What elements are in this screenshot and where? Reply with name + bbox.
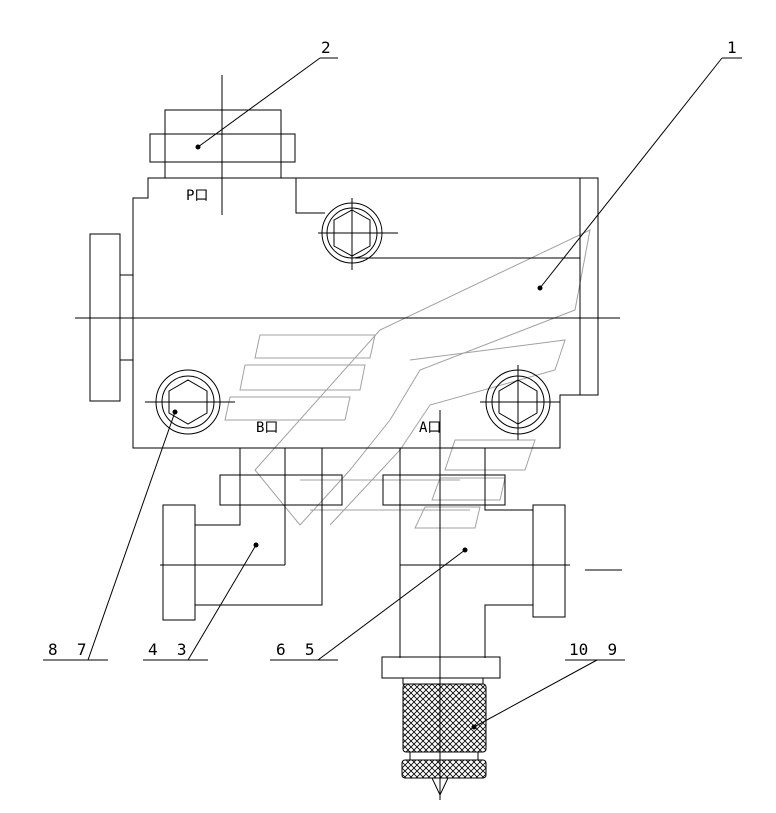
watermark-logo	[224, 229, 591, 529]
callout-6-5: 6 5	[276, 640, 315, 659]
port-a-label: A口	[419, 420, 441, 436]
callout-8-7: 8 7	[48, 640, 87, 659]
hex-plug-right	[480, 365, 560, 440]
callout-4-3: 4 3	[148, 640, 187, 659]
hex-plug-top	[318, 198, 398, 270]
knob-assembly	[381, 656, 501, 797]
valve-body	[75, 177, 620, 449]
port-b-elbow	[160, 448, 343, 621]
leader-lines	[43, 57, 742, 730]
left-flange	[89, 233, 134, 402]
port-b-label: B口	[256, 420, 278, 436]
hex-plug-left	[145, 369, 235, 435]
callout-1: 1	[727, 38, 737, 57]
callout-10-9: 10 9	[569, 640, 617, 659]
port-p-label: P口	[186, 188, 208, 204]
top-fitting	[149, 75, 296, 215]
callout-2: 2	[321, 38, 331, 57]
